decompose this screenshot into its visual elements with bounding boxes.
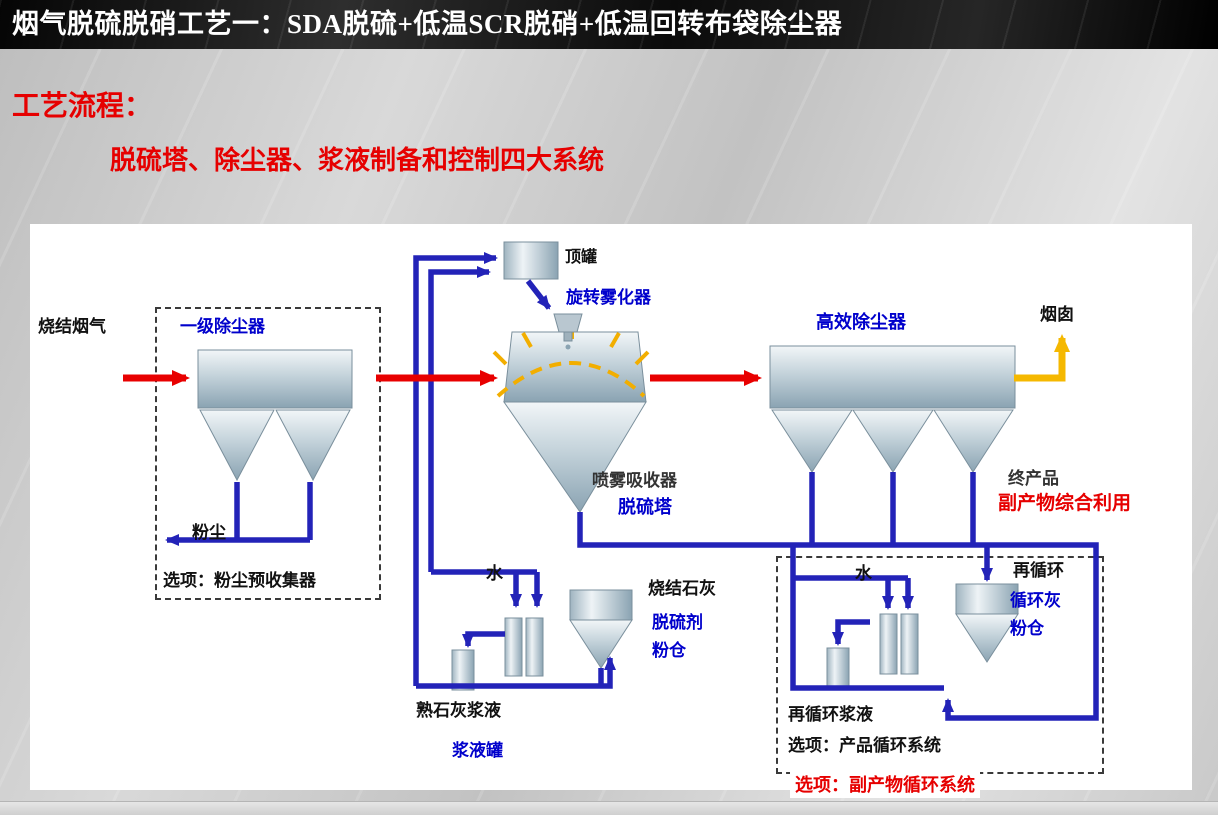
label-sinter-flue-gas: 烧结烟气 [38,317,106,336]
label-water-right: 水 [855,564,872,583]
label-recirc-slurry: 再循环浆液 [788,705,873,724]
label-circulating-ash-bin-2: 粉仓 [1010,619,1044,638]
label-final-product: 终产品 [1008,469,1059,488]
label-desulfurizer-bin-2: 粉仓 [652,641,686,660]
label-byproduct-utilization: 副产物综合利用 [993,487,1137,516]
label-slurry-tank: 浆液罐 [452,741,503,760]
label-desulf-tower: 脱硫塔 [615,493,675,519]
slide-title: 烟气脱硫脱硝工艺一：SDA脱硫+低温SCR脱硝+低温回转布袋除尘器 [12,9,843,39]
label-spray-absorber: 喷雾吸收器 [592,471,677,490]
label-desulfurizer-bin-1: 脱硫剂 [652,613,703,632]
label-circulating-ash-bin-1: 循环灰 [1010,591,1061,610]
label-top-tank: 顶罐 [565,249,598,266]
label-option-byproduct-circulation: 选项：副产物循环系统 [790,770,980,798]
slide-bottom-strip [0,801,1218,815]
process-flow-subtitle: 脱硫塔、除尘器、浆液制备和控制四大系统 [110,145,605,175]
label-chimney: 烟囱 [1040,305,1074,324]
label-dust: 粉尘 [192,523,226,542]
label-primary-collector: 一级除尘器 [180,317,265,336]
dust-precollector-option-box [155,307,381,600]
title-bar: 烟气脱硫脱硝工艺一：SDA脱硫+低温SCR脱硝+低温回转布袋除尘器 [0,0,1218,49]
process-flow-heading: 工艺流程： [12,90,153,121]
label-option-precollector: 选项：粉尘预收集器 [163,571,316,590]
label-water-left: 水 [486,564,503,583]
label-slaked-lime-slurry: 熟石灰浆液 [416,701,501,720]
label-option-product-circulation: 选项：产品循环系统 [788,736,941,755]
label-sintered-lime: 烧结石灰 [648,579,716,598]
label-high-eff-collector: 高效除尘器 [816,312,906,332]
label-recirculation: 再循环 [1013,561,1064,580]
label-rotary-atomizer: 旋转雾化器 [566,288,651,307]
